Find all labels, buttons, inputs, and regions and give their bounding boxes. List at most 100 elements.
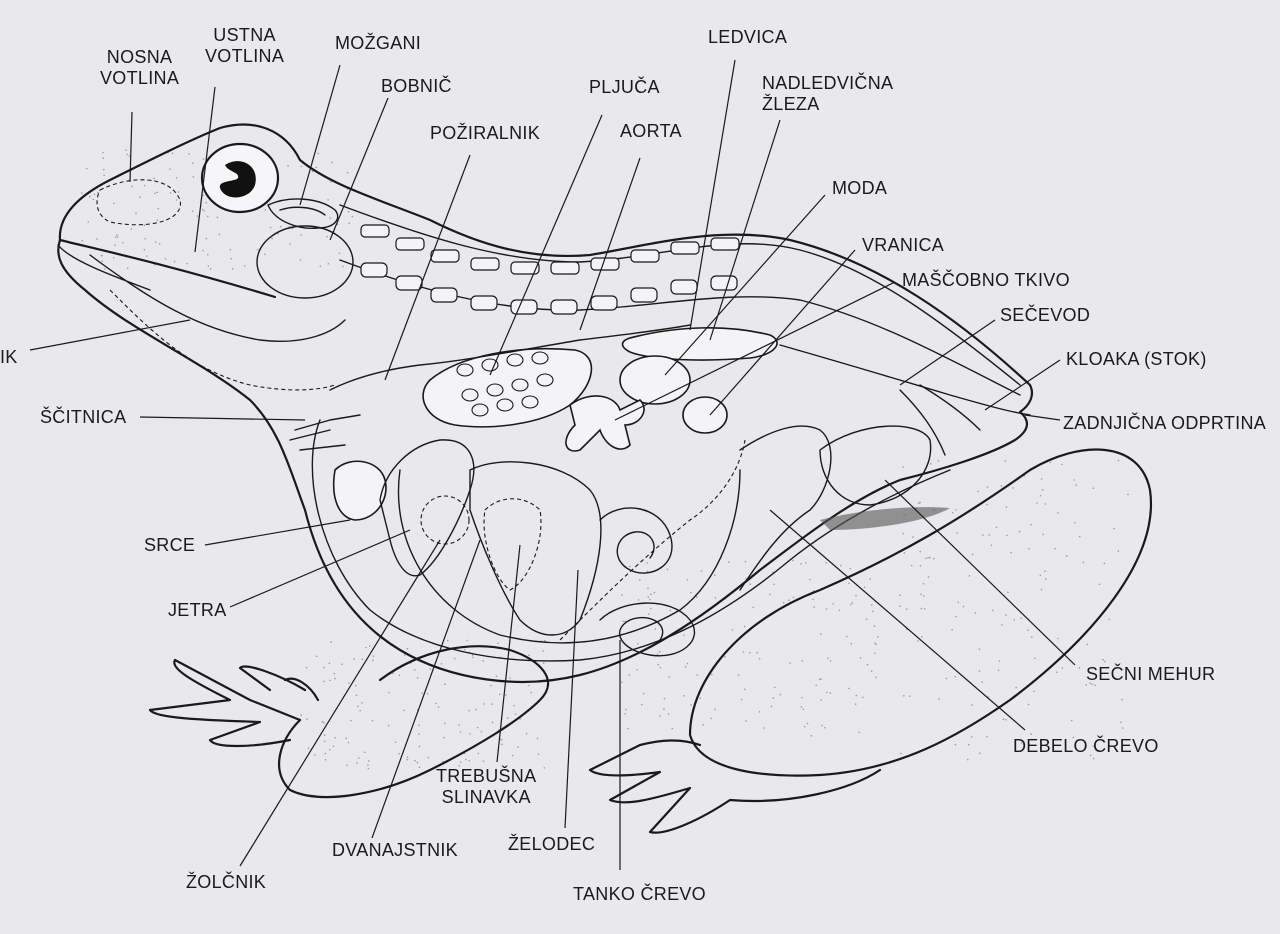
stipple-dot [621, 594, 623, 596]
stipple-dot [624, 620, 626, 622]
stipple-dot [327, 262, 330, 265]
stipple-dot [356, 762, 358, 764]
label-mozgani: MOŽGANI [335, 33, 422, 53]
stipple-dot [513, 704, 515, 707]
label-ustna-line2: VOTLINA [205, 46, 285, 66]
label-nadledvicna-line1: NADLEDVIČNA [762, 73, 894, 93]
stipple-dot [338, 252, 341, 255]
stipple-dot [327, 199, 329, 201]
stipple-dot [157, 207, 160, 210]
stipple-dot [971, 704, 973, 706]
label-dvanajstnik: DVANAJSTNIK [332, 840, 458, 860]
stipple-dot [279, 225, 282, 228]
cavity-inner [397, 469, 741, 644]
stipple-dot [122, 241, 124, 244]
leader-scitnica [139, 416, 306, 421]
stipple-dot [406, 647, 409, 650]
stipple-dot [333, 672, 336, 675]
leader-mozgani [299, 64, 341, 206]
pancreas [483, 498, 542, 591]
label-bobnic: BOBNIČ [381, 76, 452, 96]
stipple-dot [646, 570, 649, 573]
stipple-dot [927, 576, 930, 578]
stipple-dot [988, 534, 991, 536]
stipple-dot [875, 676, 878, 679]
stipple-dot [779, 693, 782, 696]
vertebra [550, 299, 578, 315]
stipple-dot [466, 639, 469, 642]
stipple-dot [414, 759, 416, 762]
stipple-dot [154, 241, 157, 243]
stipple-dot [216, 216, 219, 219]
brain [267, 198, 339, 229]
stipple-dot [874, 652, 876, 655]
stipple-dot [207, 265, 210, 267]
alveolus [521, 395, 539, 409]
stipple-dot [998, 660, 1001, 662]
stipple-dot [112, 257, 115, 259]
stipple-dot [517, 746, 519, 748]
stipple-dot [899, 594, 901, 596]
stipple-dot [686, 662, 689, 665]
stipple-dot [1000, 485, 1003, 487]
stipple-dot [329, 679, 331, 682]
stipple-dot [865, 618, 868, 621]
stipple-dot [982, 534, 984, 536]
stipple-dot [324, 752, 327, 755]
stipple-dot [945, 677, 948, 680]
stipple-dot [103, 168, 105, 171]
label-tanko-crevo: TANKO ČREVO [573, 884, 706, 904]
vertebra [630, 287, 658, 303]
vertebra [670, 241, 700, 255]
stipple-dot [910, 564, 913, 567]
stipple-dot [954, 675, 957, 678]
stipple-dot [1113, 527, 1115, 530]
stipple-dot [840, 564, 842, 567]
stipple-dot [957, 601, 960, 604]
duodenum [559, 439, 746, 641]
stipple-dot [627, 727, 629, 730]
lung-alveoli [456, 351, 554, 417]
stipple-dot [1107, 666, 1110, 669]
stipple-dot [271, 237, 273, 240]
stipple-dot [666, 568, 669, 571]
stipple-dot [1127, 493, 1129, 496]
stipple-dot [495, 675, 498, 678]
lower-jaw [57, 244, 346, 342]
stipple-dot [1075, 484, 1077, 486]
stipple-dot [1117, 459, 1120, 462]
stipple-dot [372, 655, 375, 657]
front-leg [278, 645, 550, 799]
stipple-dot [482, 660, 485, 662]
testis [619, 355, 691, 405]
stipple-dot [690, 591, 692, 594]
stipple-dot [171, 152, 174, 155]
leader-jetra [229, 529, 411, 608]
stipple-dot [418, 724, 420, 727]
stipple-dot [869, 578, 872, 580]
stipple-dot [667, 713, 670, 715]
leader-srce [204, 519, 351, 546]
stipple-dot [143, 184, 146, 187]
stipple-dot [350, 719, 352, 722]
stipple-dot [116, 234, 118, 236]
stipple-dot [536, 737, 539, 740]
stipple-dot [802, 708, 805, 711]
stipple-dot [642, 692, 645, 695]
stipple-dot [937, 460, 940, 462]
stipple-dot [426, 692, 429, 695]
stipple-dot [824, 726, 826, 729]
stipple-dot [387, 724, 390, 727]
stipple-dot [334, 736, 336, 739]
stipple-dot [421, 692, 423, 695]
stipple-dot [158, 242, 161, 245]
stipple-dot [525, 732, 528, 735]
stipple-dot [870, 604, 873, 606]
stipple-dot [96, 238, 98, 240]
stipple-dot [427, 756, 430, 759]
stipple-dot [206, 253, 209, 256]
stipple-dot [789, 662, 791, 664]
stipple-dot [1061, 667, 1064, 669]
stipple-dot [859, 657, 862, 659]
stipple-dot [820, 678, 822, 680]
